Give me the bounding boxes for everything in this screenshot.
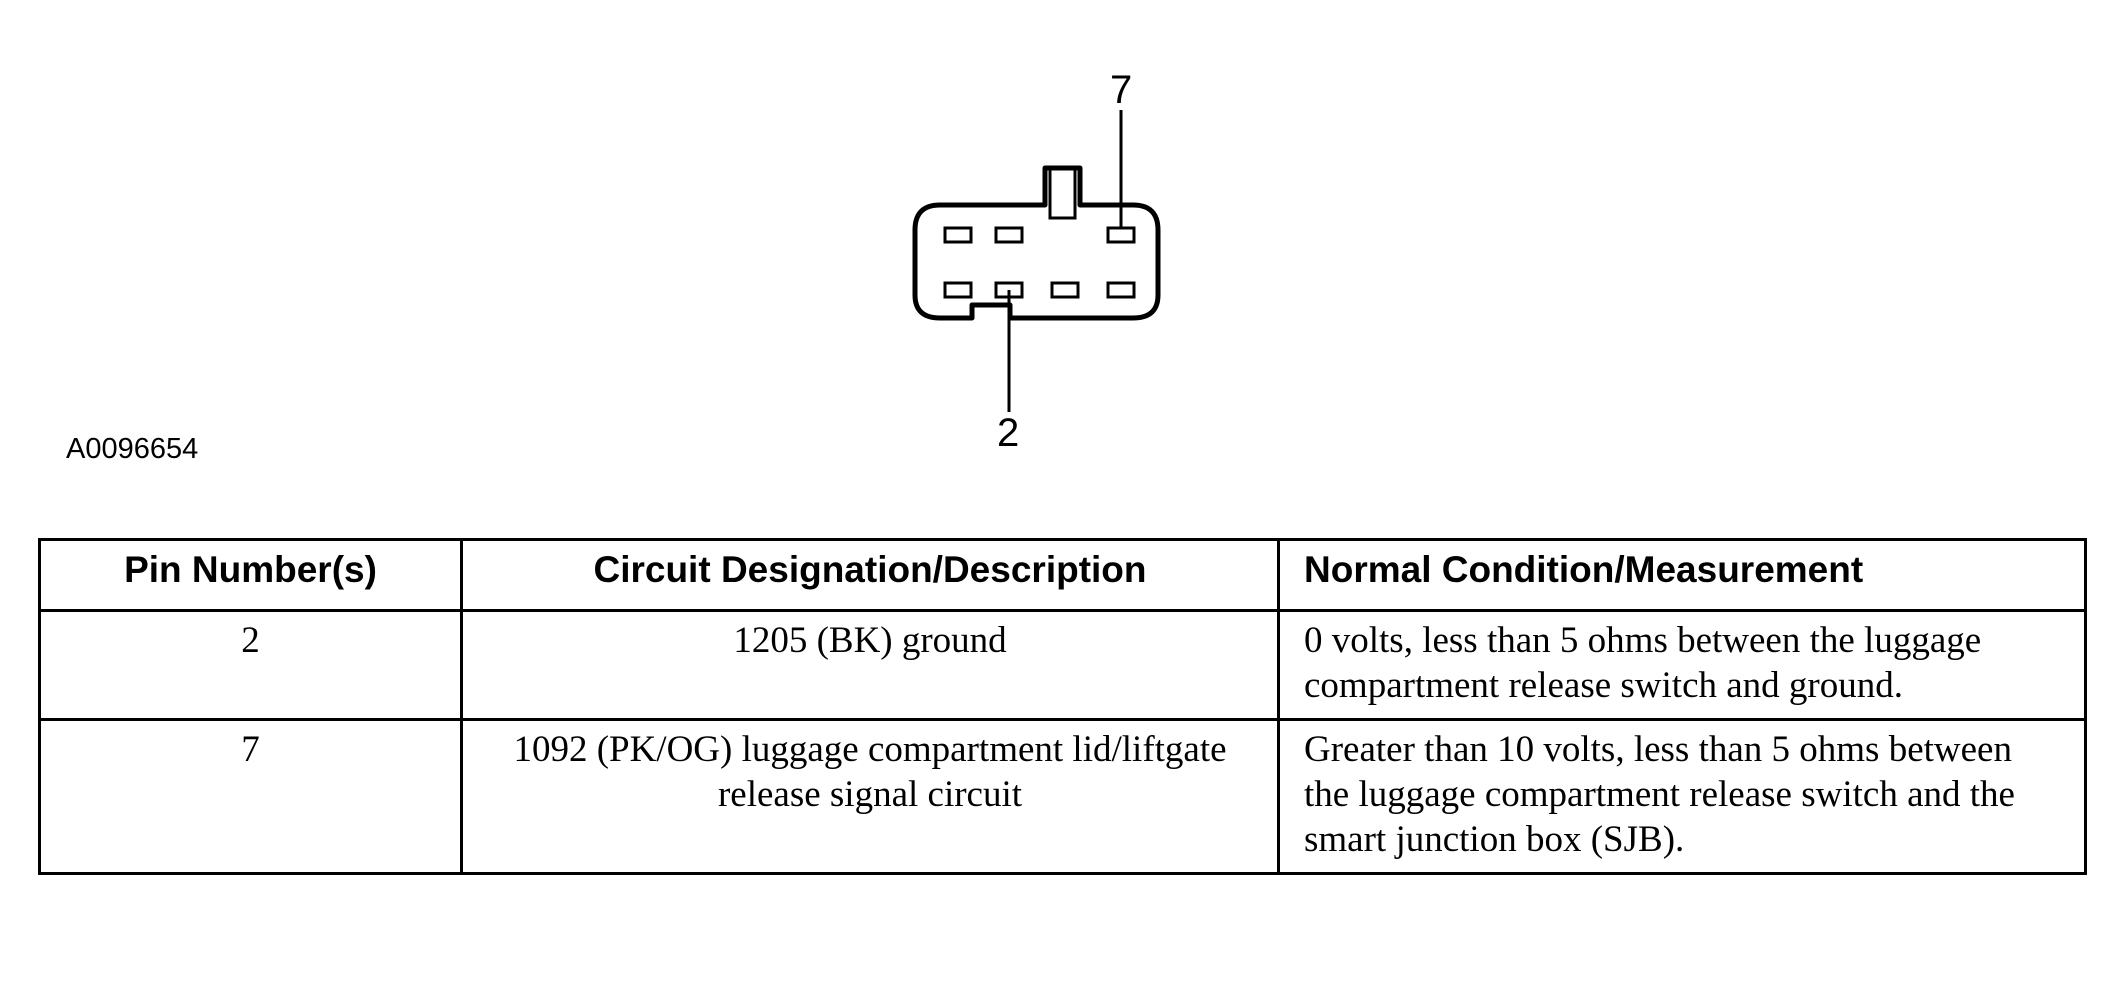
cell-circuit: 1205 (BK) ground xyxy=(460,609,1280,721)
pin-label-7: 7 xyxy=(1110,68,1133,112)
connector-key-tab xyxy=(1048,168,1077,220)
table-header-row: Pin Number(s) Circuit Designation/Descri… xyxy=(38,538,2087,612)
pin-cavity-7 xyxy=(1106,226,1136,244)
figure-id: A0096654 xyxy=(66,433,199,465)
connector-diagram xyxy=(912,110,1161,412)
pin-cavity xyxy=(1050,281,1080,299)
pin-cavity xyxy=(994,226,1024,244)
cell-pin: 7 xyxy=(38,718,463,875)
pin-cavity xyxy=(1106,281,1136,299)
cell-pin: 2 xyxy=(38,609,463,721)
cell-normal: Greater than 10 volts, less than 5 ohms … xyxy=(1277,718,2087,875)
table-row: 2 1205 (BK) ground 0 volts, less than 5 … xyxy=(38,609,2087,721)
cell-normal: 0 volts, less than 5 ohms between the lu… xyxy=(1277,609,2087,721)
connector-figure: 7 2 A0096654 xyxy=(66,68,1161,465)
header-normal-condition: Normal Condition/Measurement xyxy=(1277,538,2087,612)
pin-table: Pin Number(s) Circuit Designation/Descri… xyxy=(38,538,2087,875)
pin-cavity xyxy=(943,226,973,244)
table-row: 7 1092 (PK/OG) luggage compartment lid/l… xyxy=(38,718,2087,875)
pin-label-2: 2 xyxy=(997,411,1020,455)
header-circuit-description: Circuit Designation/Description xyxy=(460,538,1280,612)
header-pin-numbers: Pin Number(s) xyxy=(38,538,463,612)
cell-circuit: 1092 (PK/OG) luggage compartment lid/lif… xyxy=(460,718,1280,875)
pin-cavity xyxy=(943,281,973,299)
pin-cavities xyxy=(943,226,1136,299)
